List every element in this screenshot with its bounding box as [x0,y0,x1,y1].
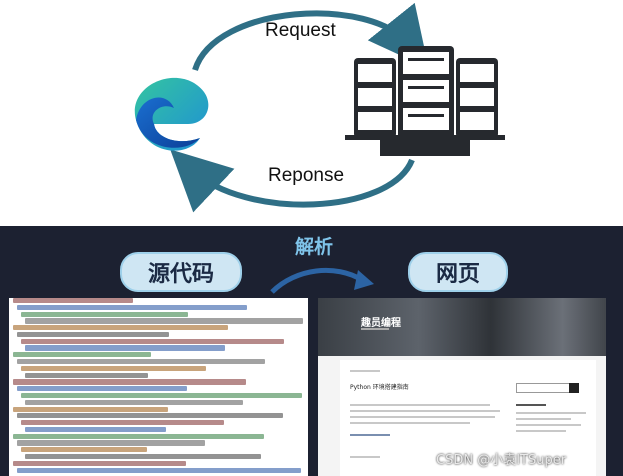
date-line [350,370,380,372]
response-arrow [170,149,415,213]
source-code-screenshot [9,298,308,476]
code-line [21,311,189,317]
code-line [17,359,266,365]
code-line [13,433,265,439]
text-line [350,404,490,406]
source-code-pill: 源代码 [120,252,242,292]
code-line [25,399,244,405]
parse-label: 解析 [295,236,334,258]
search-input[interactable] [516,383,570,393]
code-line [13,460,187,466]
sidebar-line [516,412,586,414]
parse-arrow-icon [270,267,374,294]
sidebar-line [516,430,566,432]
code-line [25,345,226,351]
csdn-watermark: CSDN @小袁ITSuper [436,453,567,468]
code-line [13,352,151,358]
server-rack-icon [345,46,505,156]
post-title: Python 环境搭建指南 [350,384,409,391]
date-line [350,456,380,458]
site-subtitle-line [361,328,389,330]
text-line [350,422,470,424]
code-line [25,426,166,433]
code-line [17,440,206,446]
sidebar-line [516,424,581,426]
code-line [21,420,225,426]
request-arrow [192,2,429,72]
web-page-screenshot: 趣员编程 Python 环境搭建指南 [318,298,606,476]
code-line [21,338,285,344]
text-line [350,416,495,418]
code-line [17,467,302,473]
edge-browser-icon [134,77,209,151]
web-body: Python 环境搭建指南 [340,360,596,476]
text-line [350,410,500,412]
code-line [25,372,148,378]
code-line [21,447,147,453]
web-header-banner [318,298,606,356]
search-button[interactable] [569,383,579,393]
code-line [21,365,207,371]
response-label: Reponse [268,165,345,186]
code-line [13,298,133,304]
code-line [17,413,284,419]
sidebar-line [516,418,571,420]
code-line [17,331,170,338]
sidebar-heading [516,404,546,406]
web-page-pill: 网页 [408,252,508,292]
code-line [13,325,229,331]
diagram-graphics [134,2,505,213]
read-more-link [350,434,390,436]
code-line [17,386,188,392]
code-line [13,379,247,385]
request-label: Request [265,20,336,41]
code-line [21,392,303,399]
site-title: 趣员编程 [361,318,401,329]
code-line [25,318,304,324]
request-response-diagram: Request Reponse [0,0,623,222]
code-line [25,453,262,460]
code-line [17,304,248,310]
code-line [13,406,169,412]
parse-illustration: 源代码 解析 网页 趣员编程 Python 环境搭建指南 CSDN @小袁I [0,226,623,476]
